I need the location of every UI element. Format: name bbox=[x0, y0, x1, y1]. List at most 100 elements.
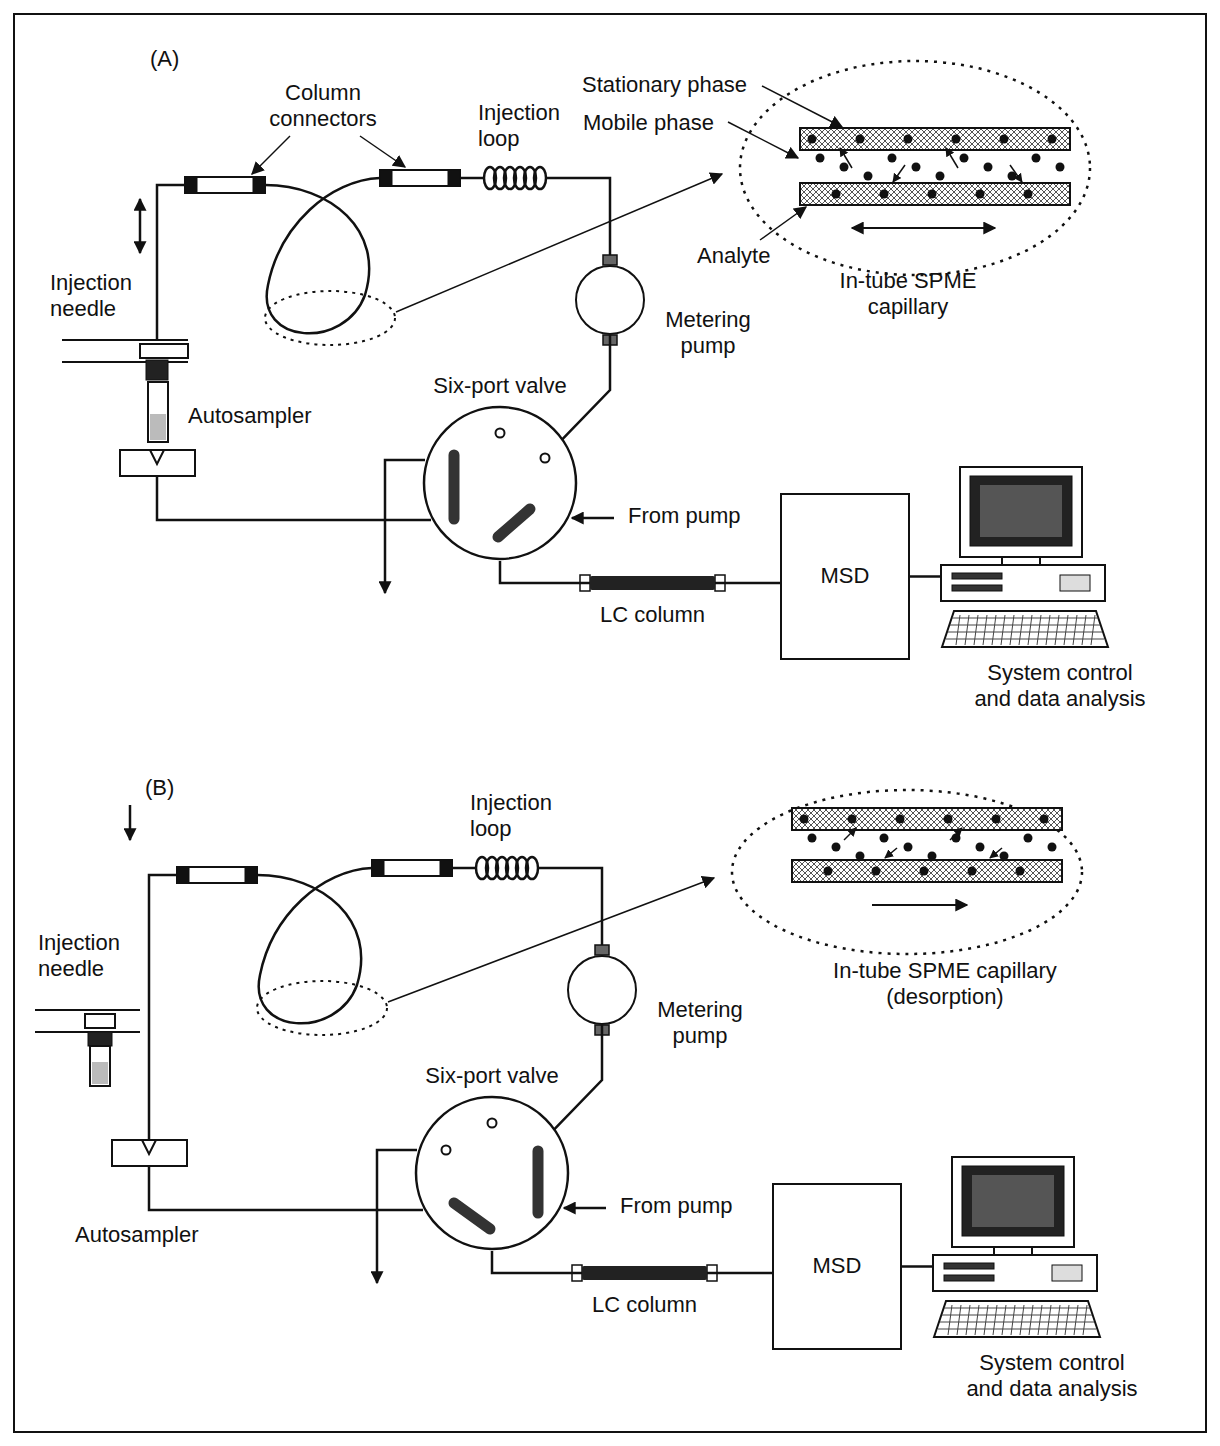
node-label: Metering pump bbox=[648, 307, 768, 360]
tubing-connector bbox=[500, 561, 590, 583]
part-label: Injection needle bbox=[38, 930, 148, 983]
tubing bbox=[157, 185, 185, 340]
analyte-dot bbox=[1048, 135, 1057, 144]
valve-channel bbox=[449, 455, 460, 519]
part-label: Injection loop bbox=[478, 100, 588, 153]
autosampler-tray bbox=[120, 450, 195, 476]
analyte-dot bbox=[872, 867, 881, 876]
tubing bbox=[149, 875, 177, 1140]
panel-letter: (A) bbox=[150, 46, 179, 72]
connector-end bbox=[253, 177, 265, 193]
analyte-dot bbox=[896, 815, 905, 824]
diffusion-arrow bbox=[950, 828, 962, 840]
detector-box: MSD bbox=[772, 1183, 902, 1350]
diffusion-arrow bbox=[893, 165, 905, 182]
analyte-dot bbox=[808, 135, 817, 144]
analyte-dot bbox=[800, 815, 809, 824]
analyte-dot bbox=[880, 834, 889, 843]
connector-end bbox=[448, 170, 460, 186]
analyte-dot bbox=[976, 843, 985, 852]
sample-vial bbox=[90, 1046, 110, 1086]
zoom-inset bbox=[732, 790, 1082, 954]
needle-holder bbox=[85, 1014, 115, 1028]
zoom-region bbox=[265, 291, 395, 345]
diffusion-arrow bbox=[844, 828, 856, 840]
valve-port bbox=[488, 1119, 497, 1128]
valve-channel bbox=[454, 1203, 490, 1229]
injection-loop-coil bbox=[526, 857, 538, 879]
tubing bbox=[149, 1166, 423, 1210]
valve-circle: Six-port valve bbox=[414, 1095, 570, 1251]
analyte-dot bbox=[856, 135, 865, 144]
needle-holder bbox=[140, 344, 188, 358]
tubing-connector bbox=[715, 582, 780, 585]
analyte-dot bbox=[1056, 163, 1065, 172]
connector-end bbox=[185, 177, 197, 193]
analyte-dot bbox=[856, 852, 865, 861]
stationary-phase-band bbox=[800, 128, 1070, 150]
pump-circle: Metering pump bbox=[575, 265, 645, 335]
analyte-dot bbox=[1016, 867, 1025, 876]
needle-arm bbox=[62, 339, 188, 341]
diffusion-arrow bbox=[990, 848, 1002, 858]
flow-label: From pump bbox=[628, 503, 740, 529]
column-connector bbox=[177, 867, 257, 883]
frame bbox=[14, 14, 1206, 1432]
node-label: System control and data analysis bbox=[971, 660, 1149, 713]
analyte-dot bbox=[904, 843, 913, 852]
part-label: Mobile phase bbox=[583, 110, 714, 136]
column-connector bbox=[185, 177, 265, 193]
tubing bbox=[546, 178, 610, 265]
leader-line bbox=[760, 207, 806, 240]
zoom-region bbox=[257, 981, 387, 1035]
analyte-dot bbox=[928, 852, 937, 861]
zoom-inset bbox=[740, 61, 1090, 275]
needle-block bbox=[88, 1032, 112, 1046]
tubing-connector bbox=[707, 1272, 772, 1275]
node-label: System control and data analysis bbox=[963, 1350, 1141, 1403]
node-label: MSD bbox=[813, 1253, 862, 1279]
analyte-dot bbox=[928, 190, 937, 199]
analyte-dot bbox=[984, 163, 993, 172]
tubing-connector bbox=[902, 1265, 932, 1268]
stationary-phase-band bbox=[800, 183, 1070, 205]
pump-circle: Metering pump bbox=[567, 955, 637, 1025]
analyte-dot bbox=[808, 834, 817, 843]
connector-end bbox=[440, 860, 452, 876]
injection-loop-coil bbox=[534, 167, 546, 189]
analyte-dot bbox=[944, 815, 953, 824]
computer-icon: System control and data analysis bbox=[940, 465, 1110, 650]
connector-end bbox=[245, 867, 257, 883]
part-label: Stationary phase bbox=[582, 72, 747, 98]
diffusion-arrow bbox=[885, 848, 897, 858]
pump-fitting bbox=[595, 945, 609, 955]
lc-column: LC column bbox=[582, 1266, 707, 1280]
stationary-phase-band bbox=[792, 860, 1062, 882]
waste-line bbox=[377, 1150, 417, 1283]
part-label: Analyte bbox=[697, 243, 770, 269]
panel-letter: (B) bbox=[145, 775, 174, 801]
column-connector bbox=[372, 860, 452, 876]
analyte-dot bbox=[976, 190, 985, 199]
sample-vial bbox=[148, 382, 168, 442]
panel-b bbox=[35, 790, 1082, 1283]
analyte-dot bbox=[968, 867, 977, 876]
analyte-dot bbox=[832, 843, 841, 852]
node-label: Metering pump bbox=[640, 997, 760, 1050]
valve-channel bbox=[498, 509, 530, 537]
part-label: Autosampler bbox=[75, 1222, 199, 1248]
valve-outline bbox=[414, 1095, 570, 1251]
tubing bbox=[452, 867, 477, 870]
tray-port bbox=[150, 450, 164, 464]
analyte-dot bbox=[960, 154, 969, 163]
pump-fitting bbox=[603, 255, 617, 265]
node-label: Six-port valve bbox=[433, 373, 566, 399]
node-label: MSD bbox=[821, 563, 870, 589]
node-label: LC column bbox=[600, 602, 705, 628]
zoom-pointer bbox=[396, 174, 722, 312]
part-label: Injection needle bbox=[50, 270, 160, 323]
leader-line bbox=[762, 86, 842, 127]
inset-caption: In-tube SPME capillary bbox=[808, 268, 1008, 321]
analyte-dot bbox=[904, 135, 913, 144]
